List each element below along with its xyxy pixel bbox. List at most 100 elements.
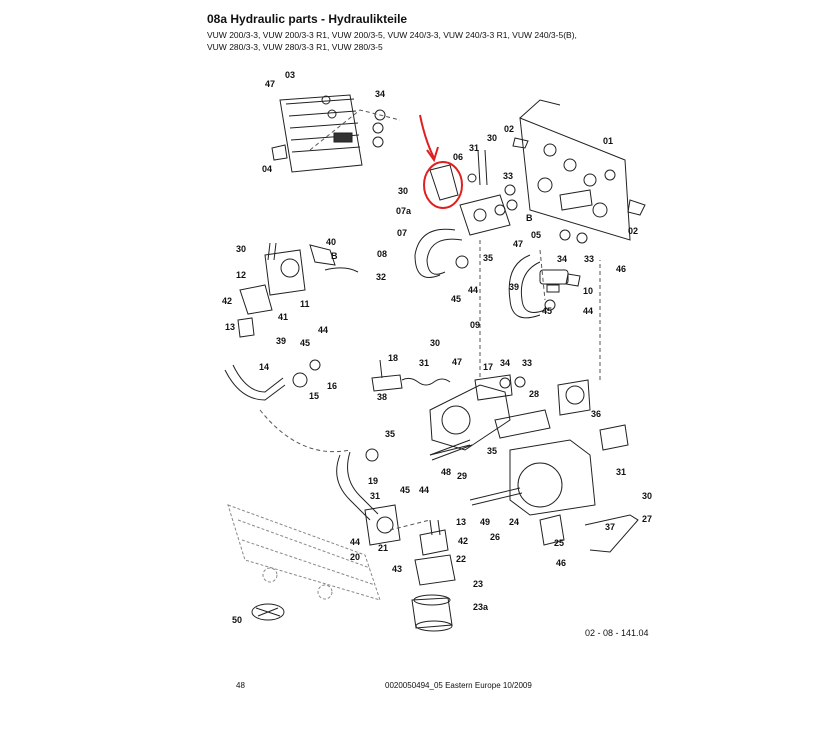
callout-38: 38 [377, 392, 387, 402]
pipe-19 [336, 448, 379, 521]
callout-03: 03 [285, 70, 295, 80]
model-list-line-2: VUW 280/3-3, VUW 280/3-3 R1, VUW 280/3-5 [207, 42, 383, 52]
callout-12: 12 [236, 270, 246, 280]
callout-02: 02 [628, 226, 638, 236]
callout-16: 16 [327, 381, 337, 391]
highlight-circle [423, 161, 463, 209]
callout-08: 08 [377, 249, 387, 259]
callout-45: 45 [451, 294, 461, 304]
callout-02: 02 [504, 124, 514, 134]
callout-42: 42 [222, 296, 232, 306]
callout-41: 41 [278, 312, 288, 322]
callout-30: 30 [236, 244, 246, 254]
model-list: VUW 200/3-3, VUW 200/3-3 R1, VUW 200/3-5… [207, 29, 627, 53]
callout-50: 50 [232, 615, 242, 625]
callout-47: 47 [513, 239, 523, 249]
callout-17: 17 [483, 362, 493, 372]
callout-18: 18 [388, 353, 398, 363]
callout-44: 44 [583, 306, 593, 316]
rod-29 [469, 487, 523, 506]
callout-47: 47 [452, 357, 462, 367]
filter-23a [411, 594, 453, 632]
callout-04: 04 [262, 164, 272, 174]
callout-09: 09 [470, 320, 480, 330]
callout-36: 36 [591, 409, 601, 419]
callout-40: 40 [326, 237, 336, 247]
page-title: 08a Hydraulic parts - Hydraulikteile [207, 12, 408, 26]
callout-20: 20 [350, 552, 360, 562]
sensor-10 [539, 269, 581, 293]
rod-48 [429, 439, 473, 461]
document-code: 0020050494_05 Eastern Europe 10/2009 [385, 681, 532, 690]
callout-24: 24 [509, 517, 519, 527]
valve-assembly-top [429, 149, 518, 236]
callout-07a: 07a [396, 206, 412, 216]
callout-13: 13 [456, 517, 466, 527]
pipe-09 [508, 229, 588, 319]
callout-B: B [331, 251, 338, 261]
callout-34: 34 [500, 358, 510, 368]
callout-44: 44 [419, 485, 429, 495]
foot-50 [251, 603, 285, 621]
callout-45: 45 [400, 485, 410, 495]
callout-37: 37 [605, 522, 615, 532]
model-list-line-1: VUW 200/3-3, VUW 200/3-3 R1, VUW 200/3-5… [207, 30, 577, 40]
callout-44: 44 [350, 537, 360, 547]
callout-15: 15 [309, 391, 319, 401]
callout-42: 42 [458, 536, 468, 546]
callout-46: 46 [556, 558, 566, 568]
callout-39: 39 [509, 282, 519, 292]
callout-27: 27 [642, 514, 652, 524]
callout-46: 46 [616, 264, 626, 274]
callout-14: 14 [259, 362, 269, 372]
callout-44: 44 [468, 285, 478, 295]
callout-33: 33 [584, 254, 594, 264]
pressure-relief-assembly [371, 359, 451, 392]
callout-19: 19 [368, 476, 378, 486]
callout-34: 34 [375, 89, 385, 99]
callout-10: 10 [583, 286, 593, 296]
callout-49: 49 [480, 517, 490, 527]
callout-47: 47 [265, 79, 275, 89]
callout-48: 48 [441, 467, 451, 477]
callout-33: 33 [503, 171, 513, 181]
callout-43: 43 [392, 564, 402, 574]
connection-lines [259, 109, 601, 531]
callout-30: 30 [487, 133, 497, 143]
callout-35: 35 [385, 429, 395, 439]
highlight-annotation [419, 114, 463, 209]
callout-35: 35 [487, 446, 497, 456]
callout-45: 45 [542, 306, 552, 316]
callout-06: 06 [453, 152, 463, 162]
pump-housing [429, 374, 526, 456]
pipe-14 [224, 359, 321, 401]
callout-B: B [526, 213, 533, 223]
callout-44: 44 [318, 325, 328, 335]
highlight-arrow [419, 114, 435, 159]
circulation-pump [494, 379, 629, 546]
callout-07: 07 [397, 228, 407, 238]
callout-05: 05 [531, 230, 541, 240]
callout-23: 23 [473, 579, 483, 589]
hydraulic-block-chassis [512, 99, 646, 241]
callout-26: 26 [490, 532, 500, 542]
frame-base [227, 504, 381, 601]
diverter-valve-assembly [364, 504, 456, 586]
callout-34: 34 [557, 254, 567, 264]
drawing-reference: 02 - 08 - 141.04 [585, 628, 649, 638]
callout-01: 01 [603, 136, 613, 146]
callout-29: 29 [457, 471, 467, 481]
page-number: 48 [236, 681, 245, 690]
arrow-head [426, 146, 439, 163]
callout-31: 31 [616, 467, 626, 477]
callout-21: 21 [378, 543, 388, 553]
callout-11: 11 [300, 299, 310, 309]
callout-39: 39 [276, 336, 286, 346]
callout-45: 45 [300, 338, 310, 348]
callout-31: 31 [419, 358, 429, 368]
callout-31: 31 [370, 491, 380, 501]
bracket-27 [584, 514, 639, 553]
callout-13: 13 [225, 322, 235, 332]
